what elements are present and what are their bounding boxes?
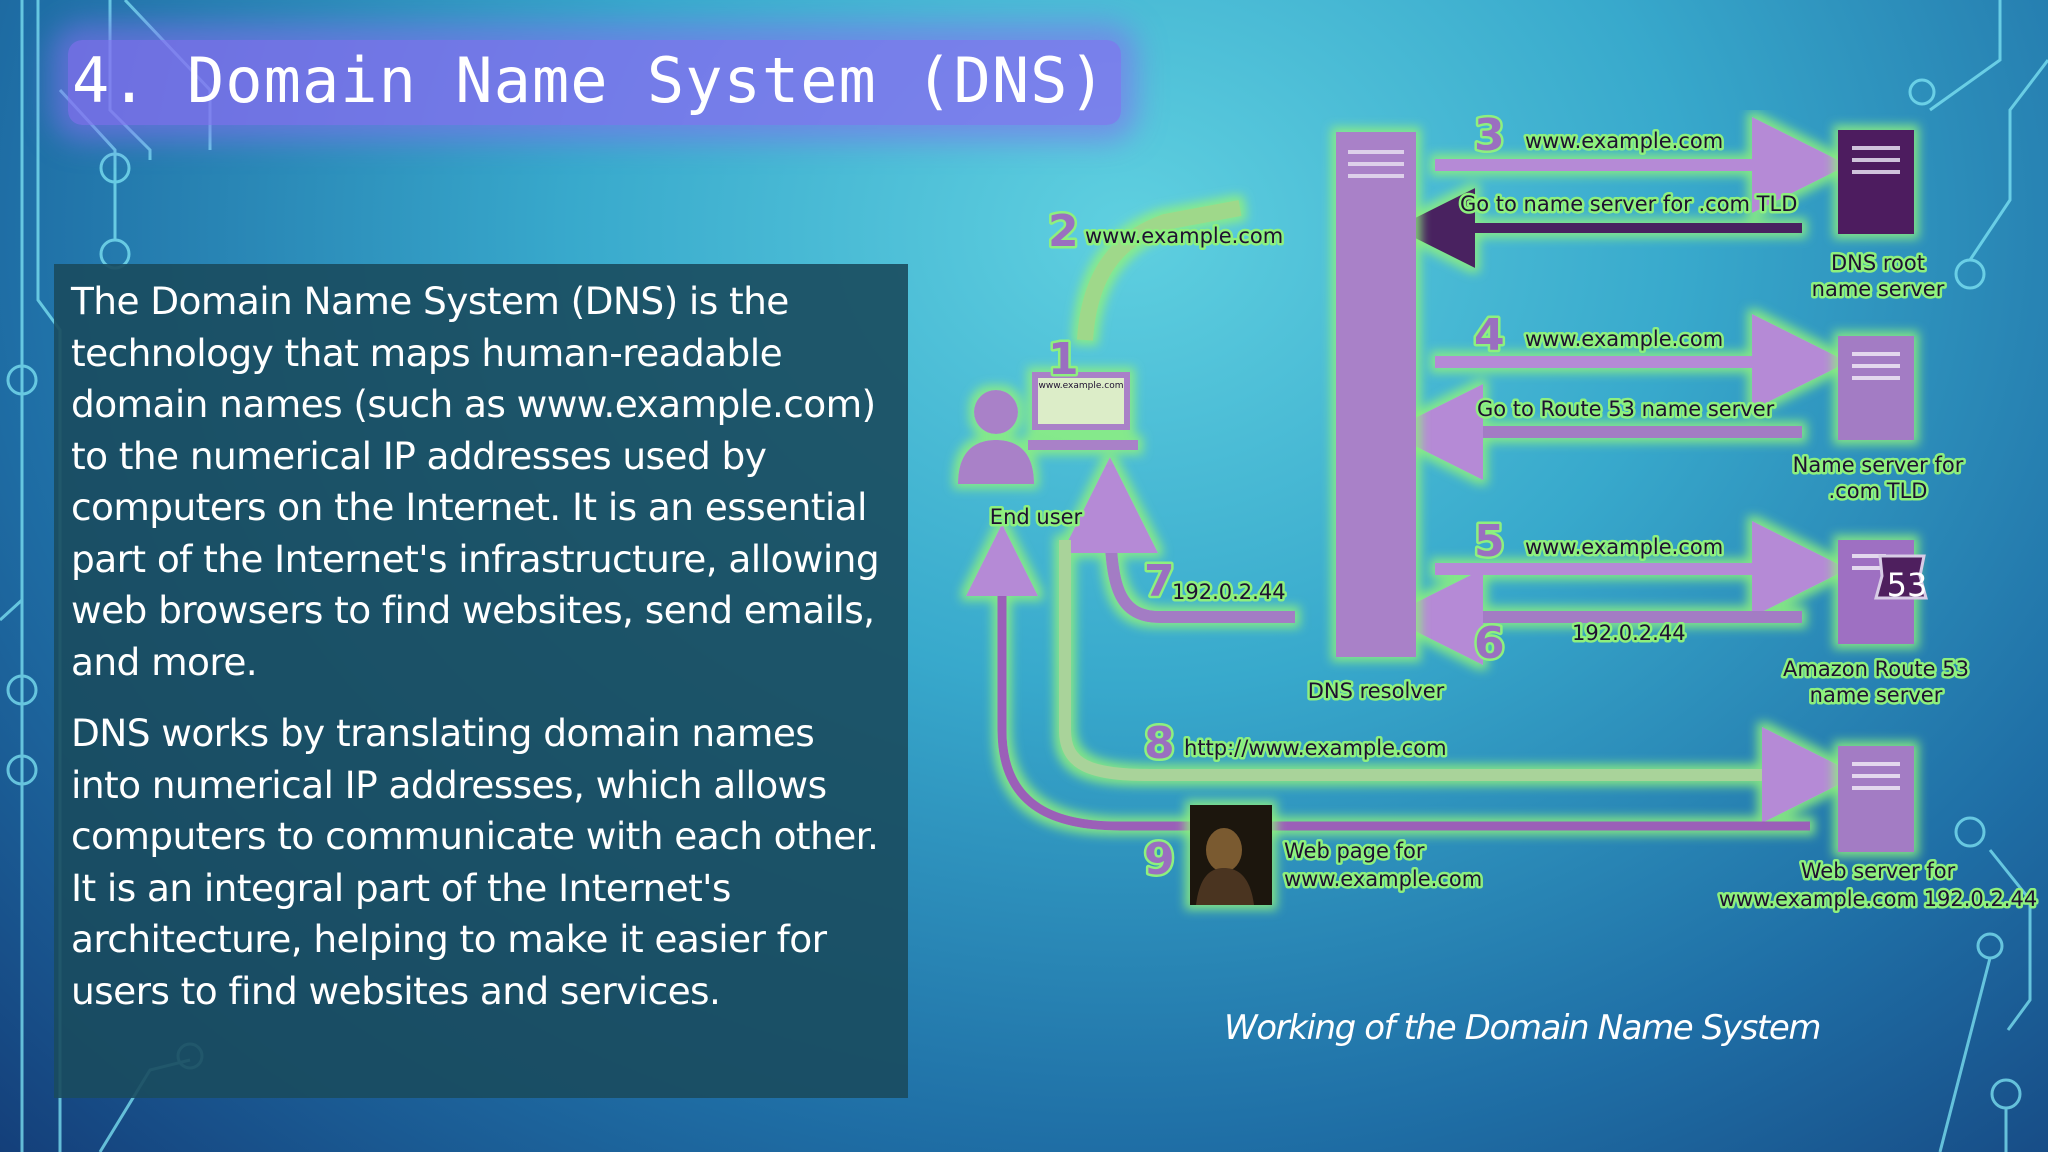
dns-diagram: 53 www.example.com 1 2 3 4 5 6 7 8 9 www… xyxy=(958,110,2040,914)
diagram-caption: Working of the Domain Name System xyxy=(1224,1008,1822,1048)
route53-label-line1: Amazon Route 53 xyxy=(1783,657,1969,681)
painting-figure-icon xyxy=(1206,828,1242,872)
route53-badge-icon xyxy=(1874,554,1928,600)
laptop-url-text: www.example.com xyxy=(1039,381,1124,391)
step-4-label: www.example.com xyxy=(1525,327,1723,351)
step-3-label: www.example.com xyxy=(1525,129,1723,153)
flow-step-9 xyxy=(966,524,1810,831)
step-4-number: 4 xyxy=(1474,310,1505,361)
tld-server-icon xyxy=(1838,336,1914,440)
dns-root-label-line2: name server xyxy=(1812,277,1945,301)
dns-root-label-line1: DNS root xyxy=(1831,251,1925,275)
paragraph-2: DNS works by translating domain names in… xyxy=(71,711,879,1013)
slide-title: 4. Domain Name System (DNS) xyxy=(68,40,1121,125)
dns-resolver-label: DNS resolver xyxy=(1308,679,1445,703)
step-6-number: 6 xyxy=(1474,618,1505,669)
dns-root-server-icon xyxy=(1838,130,1914,234)
end-user-label: End user xyxy=(990,505,1083,529)
step-1-number: 1 xyxy=(1048,334,1079,385)
step-6-label: 192.0.2.44 xyxy=(1572,621,1686,645)
step-7-number: 7 xyxy=(1144,556,1175,607)
tld-label-line2: .com TLD xyxy=(1829,479,1928,503)
route53-label-line2: name server xyxy=(1810,683,1943,707)
dns-resolver-server xyxy=(1336,132,1416,657)
step-3-number: 3 xyxy=(1474,110,1505,161)
tld-label-line1: Name server for xyxy=(1793,453,1964,477)
step-2-number: 2 xyxy=(1048,206,1079,257)
step-8-number: 8 xyxy=(1144,718,1175,769)
paragraph-1: The Domain Name System (DNS) is the tech… xyxy=(71,279,880,684)
step-2-label: www.example.com xyxy=(1085,224,1283,248)
step-4-reply-label: Go to Route 53 name server xyxy=(1477,397,1775,421)
step-8-label: http://www.example.com xyxy=(1184,736,1447,760)
route53-badge-text: 53 xyxy=(1887,566,1928,604)
step-9-number: 9 xyxy=(1144,834,1175,885)
step-5-number: 5 xyxy=(1474,516,1505,567)
web-server-label-line1: Web server for xyxy=(1801,859,1956,883)
step-5-label: www.example.com xyxy=(1525,535,1723,559)
flow-step-8 xyxy=(1059,540,1858,823)
flow-step-2 xyxy=(1077,200,1242,341)
laptop-screen xyxy=(1038,378,1124,424)
web-page-label-line2: www.example.com xyxy=(1284,867,1482,891)
step-7-label: 192.0.2.44 xyxy=(1172,580,1286,604)
text-panel: The Domain Name System (DNS) is the tech… xyxy=(54,264,908,1098)
step-3-reply-label: Go to name server for .com TLD xyxy=(1460,192,1797,216)
flow-step-7 xyxy=(1062,457,1295,623)
web-server-label-line2: www.example.com 192.0.2.44 xyxy=(1719,887,2037,911)
web-server-icon xyxy=(1838,746,1914,852)
web-page-label-line1: Web page for xyxy=(1284,839,1425,863)
